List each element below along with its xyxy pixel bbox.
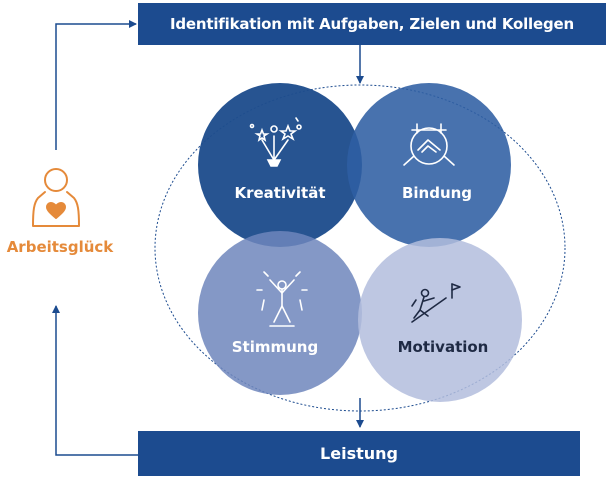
person-label: Arbeitsglück: [6, 238, 114, 256]
person-heart-icon: [32, 168, 80, 227]
top-banner: Identifikation mit Aufgaben, Zielen und …: [138, 3, 606, 45]
fireworks-icon: [249, 117, 302, 167]
circle-motivation: [358, 238, 522, 402]
bottom-banner-label: Leistung: [320, 444, 398, 463]
bottom-banner: Leistung: [138, 431, 580, 476]
label-bindung: Bindung: [401, 184, 473, 202]
top-banner-label: Identifikation mit Aufgaben, Zielen und …: [170, 15, 574, 33]
circle-kreativitaet: [198, 83, 362, 247]
circle-stimmung: [198, 231, 362, 395]
loop-line-from-bottom: [52, 305, 138, 456]
hands-together-icon: [403, 123, 455, 166]
loop-arrow-to-top: [55, 20, 137, 150]
celebrating-person-icon: [256, 271, 308, 327]
label-motivation: Motivation: [397, 338, 489, 356]
label-kreativitaet: Kreativität: [234, 184, 326, 202]
label-stimmung: Stimmung: [231, 338, 319, 356]
climber-flag-icon: [411, 283, 461, 323]
circle-bindung: [347, 83, 511, 247]
